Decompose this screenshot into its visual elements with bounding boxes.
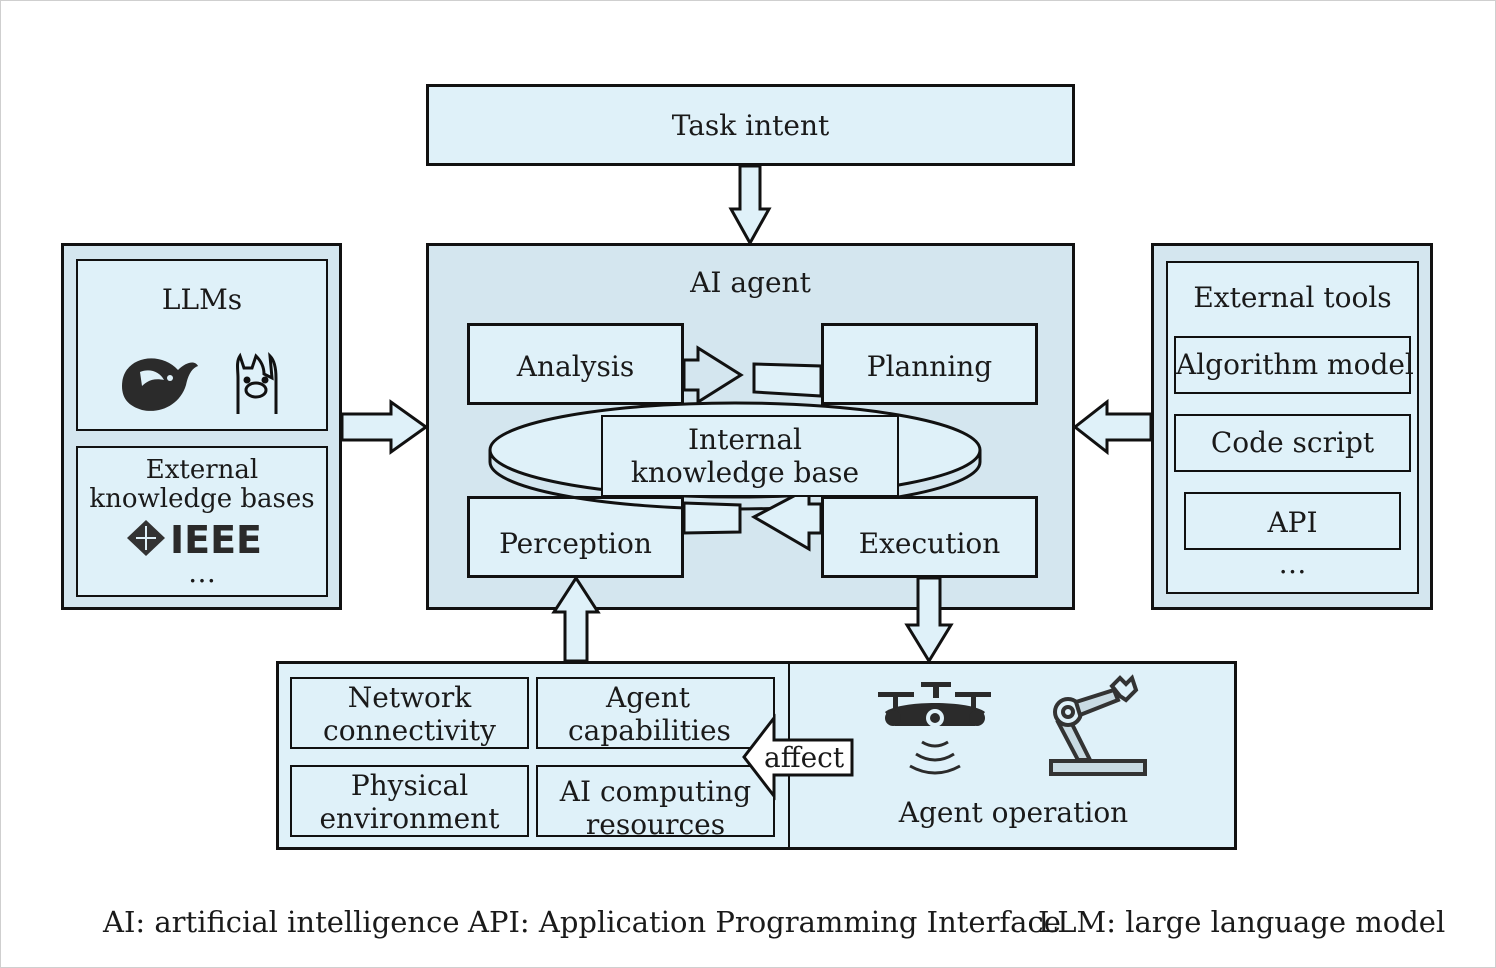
ieee-logo-text: IEEE — [170, 518, 263, 562]
task-intent-label: Task intent — [671, 109, 830, 142]
tool-algorithm-model: Algorithm model — [1174, 336, 1414, 394]
arrow-tools-to-agent — [1072, 398, 1153, 456]
llms-panel: LLMs External knowledge bases IEEE … — [61, 243, 342, 610]
llms-ellipsis: … — [188, 556, 216, 589]
external-knowledge-bases-label: External knowledge bases — [89, 455, 315, 514]
tool-api-label: API — [1267, 506, 1318, 539]
footnote-llm: LLM: large language model — [1038, 905, 1446, 939]
analysis-label: Analysis — [516, 350, 635, 383]
internal-knowledge-base-label: Internal knowledge base — [630, 423, 860, 489]
arrow-analysis-to-planning — [682, 345, 744, 405]
execution-box: Execution — [821, 496, 1038, 578]
arrow-environment-to-perception — [551, 575, 601, 663]
external-knowledge-bases-box: External knowledge bases IEEE … — [76, 446, 328, 597]
llms-box: LLMs — [76, 259, 328, 431]
internal-knowledge-base-box: Internal knowledge base — [601, 415, 899, 497]
external-tools-inner: External tools Algorithm model Code scri… — [1166, 261, 1419, 594]
llms-title: LLMs — [161, 283, 243, 316]
arrow-analysis-to-planning-tail — [752, 362, 823, 398]
network-connectivity-box: Network connectivity — [290, 677, 529, 749]
arrow-llms-to-agent — [340, 399, 429, 455]
planning-box: Planning — [821, 323, 1038, 405]
agent-capabilities-box: Agent capabilities — [536, 677, 775, 749]
tool-algorithm-model-label: Algorithm model — [1176, 348, 1414, 381]
tool-code-script-label: Code script — [1210, 426, 1375, 459]
tool-code-script: Code script — [1174, 414, 1411, 472]
ai-computing-resources-label: AI computing resources — [559, 775, 752, 837]
footnote-api: API: Application Programming Interface — [468, 905, 1061, 939]
arrow-execution-to-perception-tail — [682, 501, 742, 535]
arrow-execution-to-perception — [750, 485, 823, 552]
physical-environment-label: Physical environment — [319, 769, 500, 835]
execution-label: Execution — [858, 527, 1001, 560]
network-connectivity-label: Network connectivity — [323, 681, 496, 747]
agent-operation-label: Agent operation — [898, 796, 1129, 829]
external-tools-title: External tools — [1193, 281, 1392, 314]
footnote-ai: AI: artificial intelligence — [103, 905, 460, 939]
arrow-task-to-agent — [728, 164, 772, 247]
analysis-box: Analysis — [467, 323, 684, 405]
physical-environment-box: Physical environment — [290, 765, 529, 837]
external-tools-panel: External tools Algorithm model Code scri… — [1151, 243, 1433, 610]
tools-ellipsis: … — [1278, 547, 1307, 580]
ai-computing-resources-box: AI computing resources — [536, 765, 775, 837]
affect-label: affect — [764, 741, 845, 774]
tool-api: API — [1184, 492, 1401, 550]
affect-arrow — [742, 713, 854, 801]
ai-agent-title: AI agent — [690, 266, 811, 299]
perception-label: Perception — [499, 527, 652, 560]
planning-label: Planning — [866, 350, 993, 383]
agent-capabilities-label: Agent capabilities — [568, 681, 731, 747]
arrow-execution-to-operation — [904, 576, 954, 664]
